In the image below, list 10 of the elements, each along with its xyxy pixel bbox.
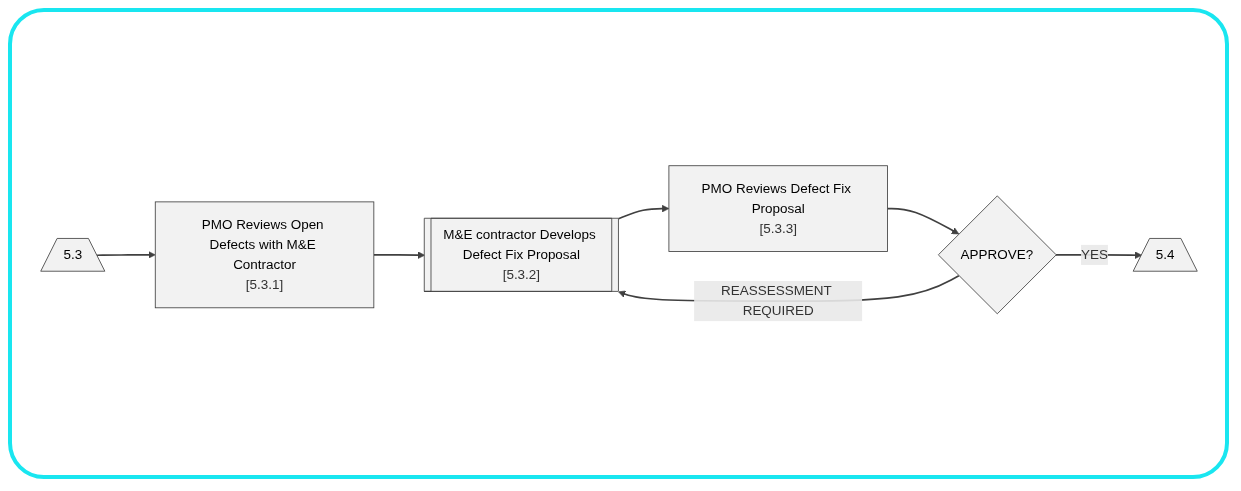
node-box	[668, 165, 888, 252]
arrow	[95, 251, 156, 259]
edge-label: REASSESSMENT REQUIRED	[720, 283, 831, 318]
arrow	[886, 207, 959, 235]
node-box	[154, 201, 374, 309]
node-diamond	[937, 195, 1057, 315]
arrow	[617, 204, 669, 220]
diagram-frame: YES REASSESSMENT REQUIRED 5.3 PMO Reviews Open Defects with M&E Contractor [5.3.1] M&E contractor Develops Defect Fix Proposal [5.3.2] PMO Reviews Defect Fix Proposal [5.3.3] APPROVE? 5.4	[8, 8, 1229, 479]
arrow	[372, 251, 425, 259]
edge-label: YES	[1080, 247, 1108, 262]
